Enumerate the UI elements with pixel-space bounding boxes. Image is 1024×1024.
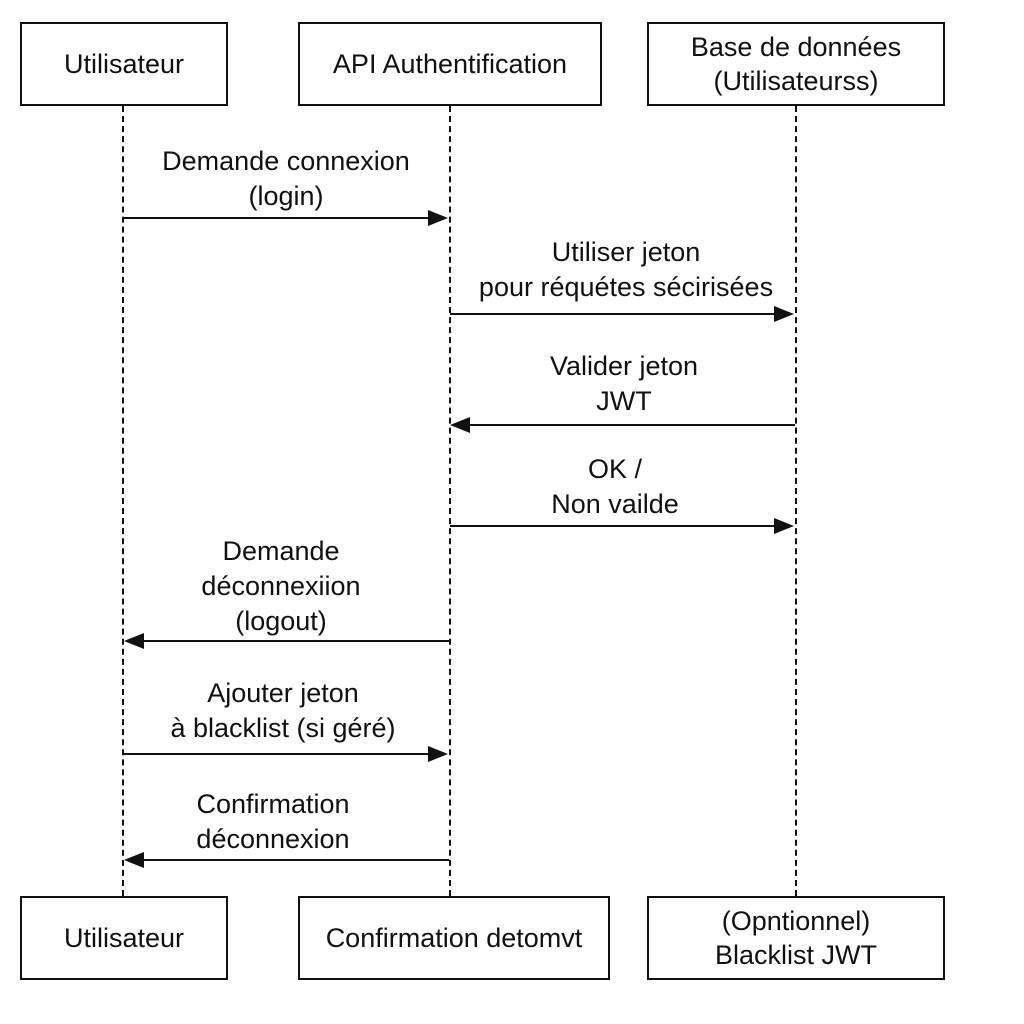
- message-label-line: déconnexiion: [201, 571, 361, 601]
- message-label-ok-non-valide: OK / Non vailde: [442, 452, 788, 522]
- message-label-line: Demande: [222, 536, 340, 566]
- arrowhead-left: [450, 417, 470, 433]
- message-label-line: Valider jeton: [549, 351, 699, 381]
- participant-label-line: (Opntionnel): [721, 906, 871, 936]
- message-label-line: Utiliser jeton: [551, 237, 701, 267]
- participant-bottom-utilisateur: Utilisateur: [20, 896, 228, 980]
- participant-label-line: Utilisateur: [63, 923, 185, 953]
- arrowhead-right: [428, 746, 448, 762]
- message-label-line: OK /: [587, 454, 642, 484]
- participant-label-line: Base de données: [690, 32, 902, 62]
- message-label-line: pour réquétes sécirisées: [478, 272, 774, 302]
- participant-label-line: Confirmation detomvt: [325, 923, 583, 953]
- arrowhead-left: [124, 852, 144, 868]
- lifeline-base-de-donnees: [795, 106, 797, 896]
- participant-label-line: API Authentification: [332, 49, 568, 79]
- arrowhead-right: [774, 306, 794, 322]
- message-label-line: (login): [248, 181, 324, 211]
- participant-top-utilisateur: Utilisateur: [20, 22, 228, 106]
- message-label-line: Ajouter jeton: [207, 678, 359, 708]
- message-label-line: déconnexion: [196, 824, 350, 854]
- arrowhead-left: [124, 633, 144, 649]
- arrowhead-right: [774, 518, 794, 534]
- message-label-line: Confirmation: [196, 789, 350, 819]
- participant-label-line: Blacklist JWT: [715, 940, 877, 970]
- arrowhead-right: [428, 210, 448, 226]
- message-label-line: Demande connexion: [162, 146, 410, 176]
- message-label-logout: Demande déconnexiion (logout): [123, 534, 439, 639]
- message-label-blacklist: Ajouter jeton à blacklist (si géré): [123, 676, 443, 746]
- participant-bottom-blacklist: (Opntionnel) Blacklist JWT: [647, 896, 945, 980]
- participant-top-api-authentification: API Authentification: [298, 22, 602, 106]
- message-label-login: Demande connexion (login): [123, 144, 449, 214]
- participant-label-line: Utilisateur: [63, 49, 185, 79]
- participant-top-base-de-donnees: Base de données (Utilisateurss): [647, 22, 945, 106]
- message-label-line: JWT: [596, 386, 652, 416]
- participant-bottom-confirmation: Confirmation detomvt: [298, 896, 610, 980]
- message-label-confirmation: Confirmation déconnexion: [123, 787, 423, 857]
- participant-label-line: (Utilisateurss): [713, 66, 879, 96]
- message-label-valider-jeton: Valider jeton JWT: [451, 349, 797, 419]
- message-label-line: Non vailde: [551, 489, 679, 519]
- lifeline-api-authentification: [449, 106, 451, 896]
- message-label-line: à blacklist (si géré): [170, 713, 396, 743]
- lifeline-utilisateur: [122, 106, 124, 896]
- message-label-line: (logout): [235, 606, 327, 636]
- message-label-utiliser-jeton: Utiliser jeton pour réquétes sécirisées: [449, 235, 803, 305]
